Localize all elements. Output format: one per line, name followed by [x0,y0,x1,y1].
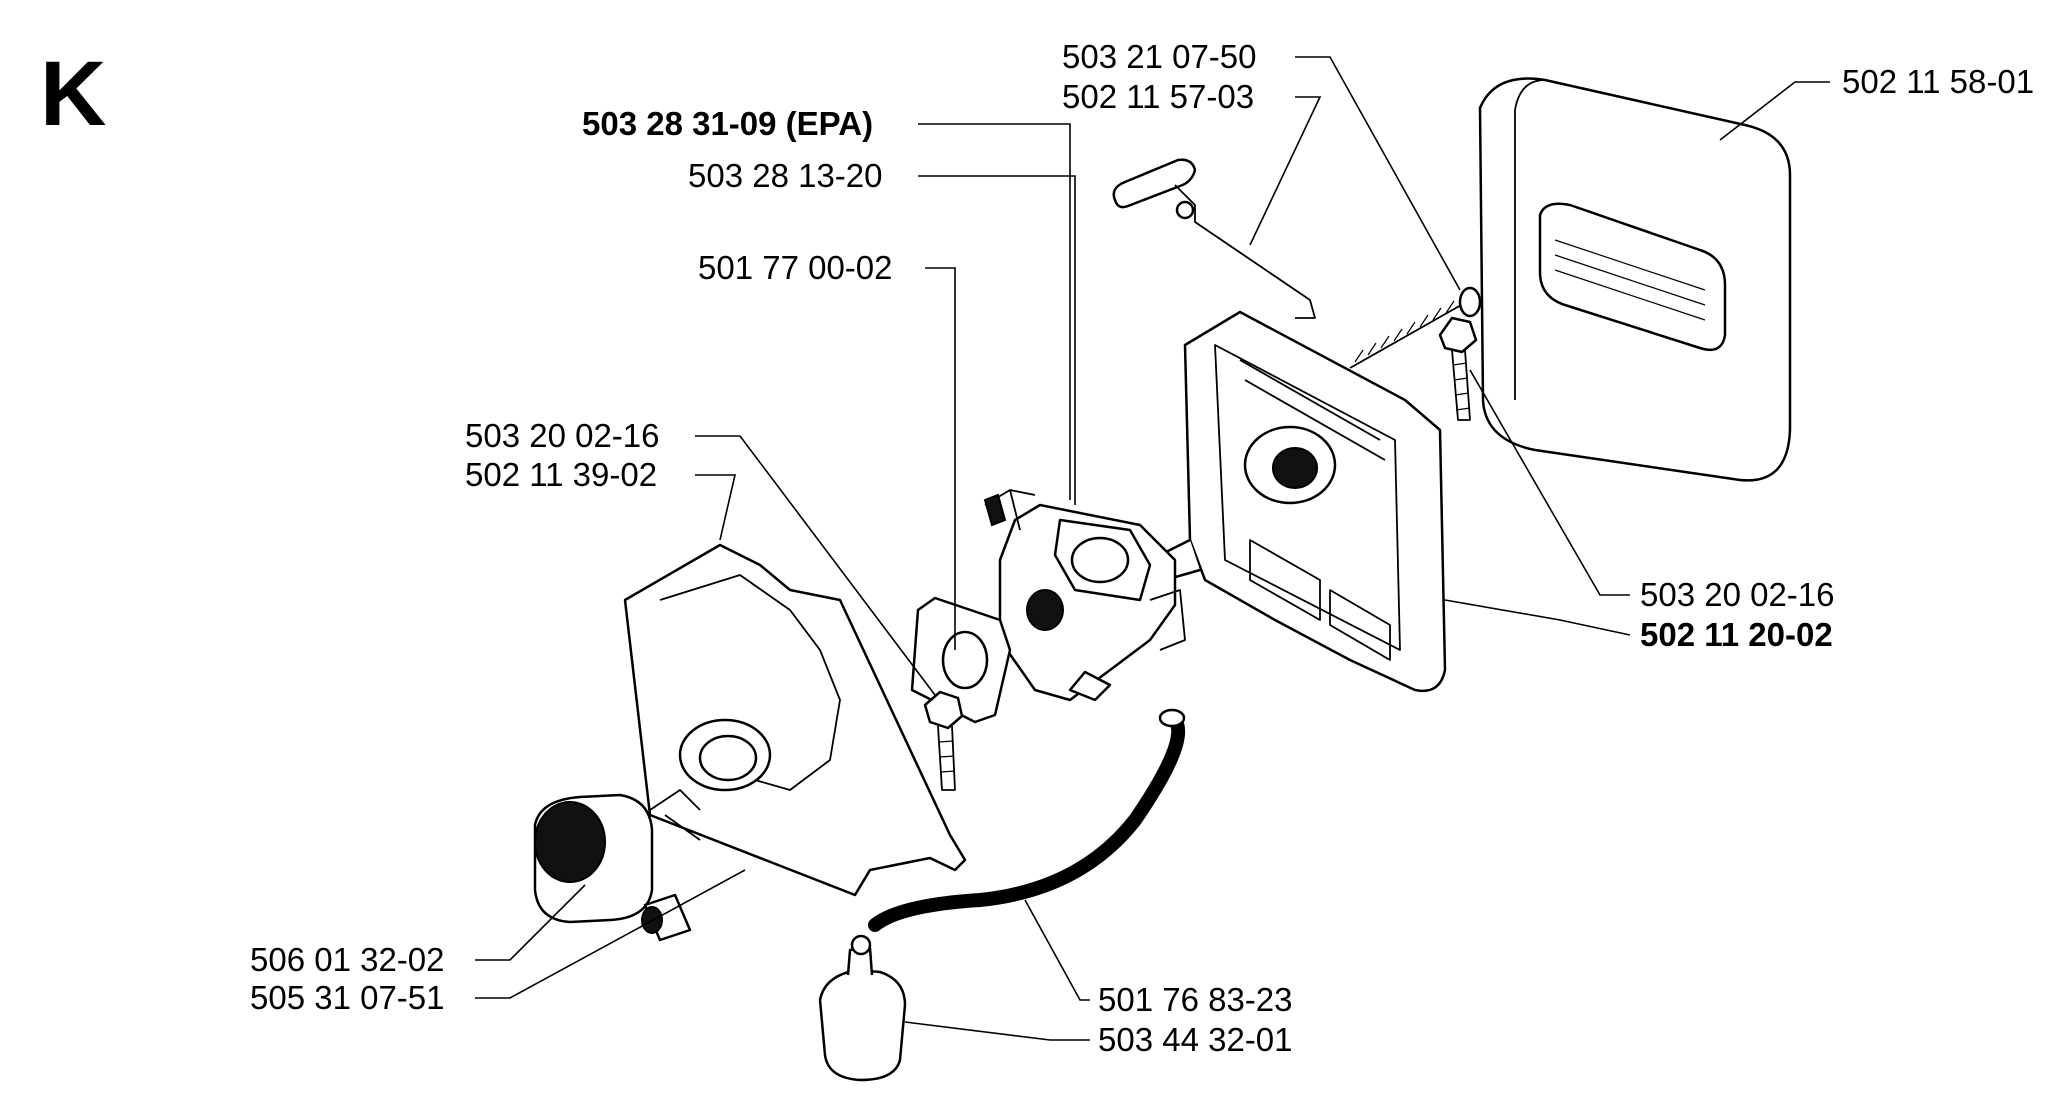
part-label-501-77-00-02: 501 77 00-02 [698,249,893,286]
part-label-502-11-39-02: 502 11 39-02 [465,456,657,493]
carburetor-screw [923,690,964,791]
part-label-503-28-13-20: 503 28 13-20 [688,157,883,194]
part-label-502-11-58-01: 502 11 58-01 [1842,63,2034,100]
section-letter: K [40,43,106,145]
part-label-502-11-57-03: 502 11 57-03 [1062,78,1254,115]
fuel-hose [868,708,1186,932]
intake-bushing [533,793,654,924]
part-label-503-44-32-01: 503 44 32-01 [1098,1021,1293,1058]
choke-rod [1112,158,1316,319]
holder-screw [1438,316,1478,421]
adjustment-spring [1349,286,1482,369]
fuel-filter [818,934,907,1082]
part-label-503-21-07-50: 503 21 07-50 [1062,38,1257,75]
air-filter-holder [1158,310,1447,693]
leader-lines [475,56,1830,1041]
part-label-501-76-83-23: 501 76 83-23 [1098,981,1293,1018]
part-label-506-01-32-02: 506 01 32-02 [250,941,445,978]
part-number-labels: 503 21 07-50 502 11 57-03 503 28 31-09 (… [250,38,2034,1058]
air-filter-sponge [1478,77,1792,482]
carburetor-gasket [910,596,1012,724]
carburetor [983,489,1186,702]
part-label-503-20-02-16-left: 503 20 02-16 [465,417,660,454]
part-label-503-20-02-16-right: 503 20 02-16 [1640,576,1835,613]
intake-cover [623,543,967,897]
part-label-505-31-07-51: 505 31 07-51 [250,979,445,1016]
part-label-503-28-31-09-epa: 503 28 31-09 (EPA) [582,105,873,142]
part-label-502-11-20-02: 502 11 20-02 [1640,616,1833,653]
